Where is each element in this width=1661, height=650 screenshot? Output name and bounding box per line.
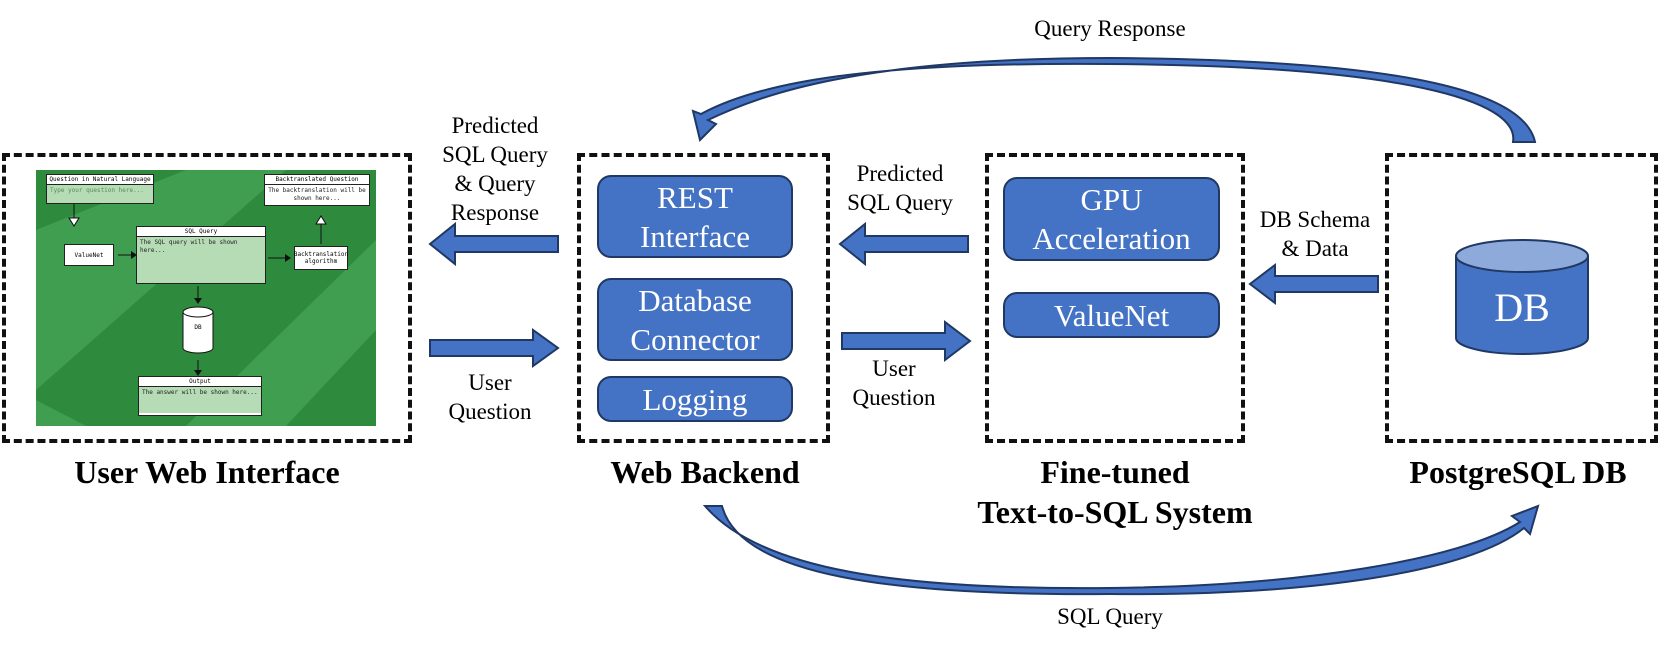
arrow-user-question-1	[429, 328, 560, 368]
text2sql-container	[985, 153, 1245, 443]
db-title: PostgreSQL DB	[1409, 454, 1627, 490]
db-cylinder-label: DB	[1494, 285, 1550, 330]
thumb-output-body: The answer will be shown here...	[139, 387, 261, 413]
thumb-db-label: DB	[194, 324, 202, 331]
thumb-question-box: Question in Natural Language Type your q…	[46, 174, 154, 204]
thumb-back-body: The backtranslation will be shown here..…	[265, 185, 369, 205]
gpu-acceleration-box: GPU Acceleration	[1003, 177, 1220, 261]
valuenet-box: ValueNet	[1003, 292, 1220, 338]
web-ui-thumbnail: Question in Natural Language Type your q…	[36, 170, 376, 426]
thumb-sql-title: SQL Query	[137, 227, 265, 237]
db-cylinder-icon	[1455, 239, 1589, 355]
thumb-back-algo: Backtranslation algorithm	[294, 246, 348, 270]
label-query-response: Query Response	[1034, 16, 1186, 41]
thumb-valuenet: ValueNet	[64, 244, 114, 266]
label-user-question-2: User Question	[852, 356, 936, 410]
arrow-user-question-2	[841, 319, 972, 363]
web-ui-title: User Web Interface	[74, 454, 340, 490]
arrow-predicted-sql	[838, 221, 969, 267]
label-user-question-1: User Question	[448, 370, 532, 424]
arrow-predicted-response	[428, 221, 559, 267]
web-ui-container	[2, 153, 412, 443]
arrow-query-response	[691, 56, 1537, 143]
thumb-question-placeholder: Type your question here...	[47, 185, 153, 203]
arrow-sql-query	[702, 504, 1540, 596]
database-connector-box: Database Connector	[597, 278, 793, 361]
rest-interface-box: REST Interface	[597, 175, 793, 258]
logging-box: Logging	[597, 376, 793, 422]
label-predicted-query-response: Predicted SQL Query & Query Response	[442, 113, 548, 225]
label-predicted-sql: Predicted SQL Query	[847, 161, 953, 215]
thumb-sql-body: The SQL query will be shown here...	[137, 237, 265, 283]
label-sql-query: SQL Query	[1057, 604, 1163, 629]
arrow-schema-data	[1248, 262, 1379, 306]
label-schema-data: DB Schema & Data	[1259, 207, 1371, 261]
thumb-output-title: Output	[139, 377, 261, 387]
thumb-output-box: Output The answer will be shown here...	[138, 376, 262, 416]
db-container	[1385, 153, 1658, 443]
text2sql-title: Fine-tuned Text-to-SQL System	[977, 454, 1253, 530]
thumb-question-title: Question in Natural Language	[47, 175, 153, 185]
thumb-back-title: Backtranslated Question	[265, 175, 369, 185]
backend-container	[577, 153, 830, 443]
backend-title: Web Backend	[610, 454, 800, 490]
thumb-back-box: Backtranslated Question The backtranslat…	[264, 174, 370, 206]
thumb-sql-box: SQL Query The SQL query will be shown he…	[136, 226, 266, 284]
